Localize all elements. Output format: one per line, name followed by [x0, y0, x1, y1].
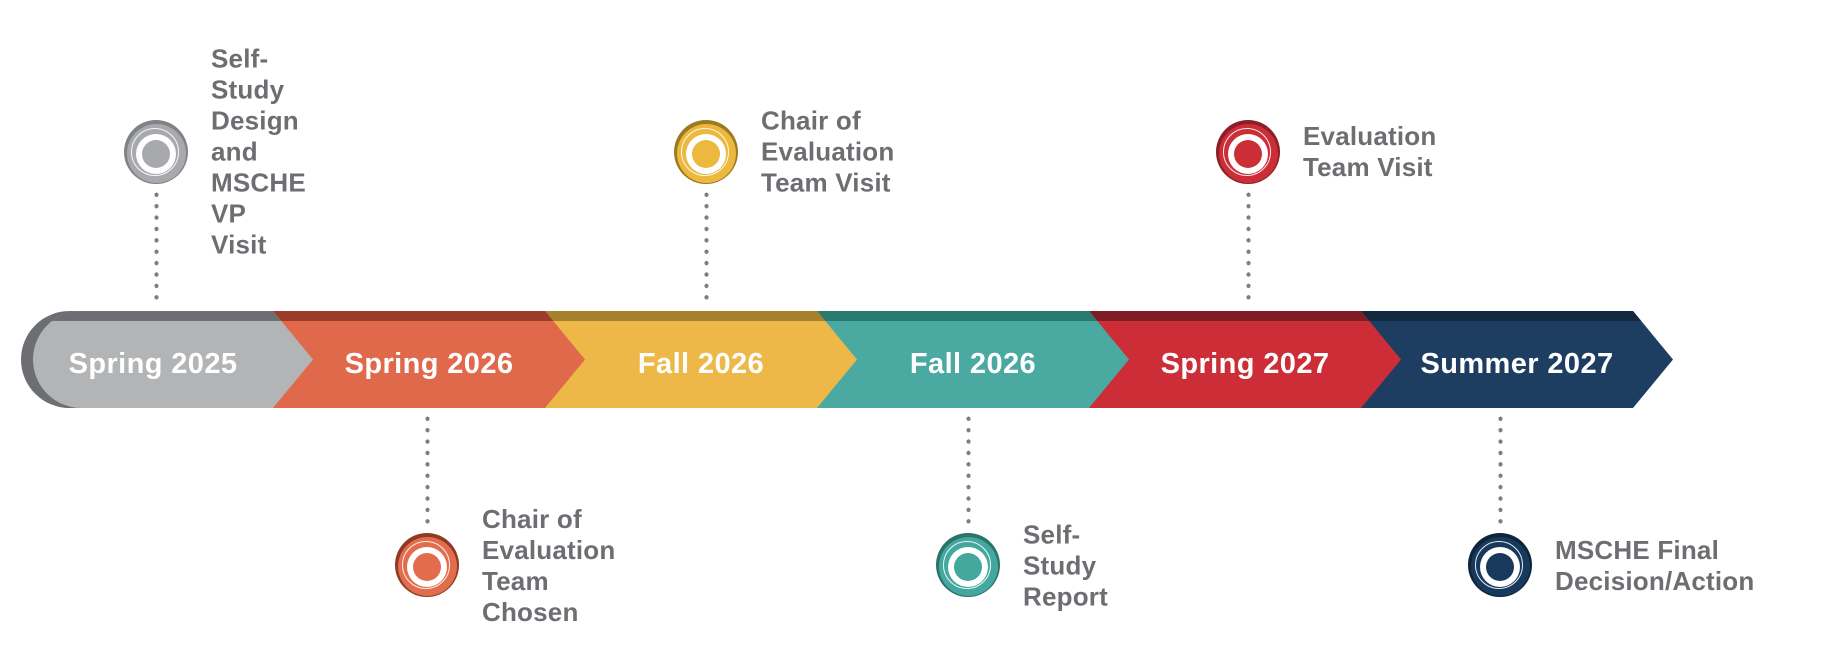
dotted-connector [153, 192, 159, 306]
segment-top-band [545, 311, 857, 321]
segment-top-band [33, 311, 313, 321]
dotted-connector [424, 416, 430, 530]
milestone-label: Self-Study Design and MSCHE VP Visit [211, 43, 306, 260]
segment-label: Spring 2025 [68, 348, 238, 380]
segment-fall-2026-chair: Fall 2026 [545, 311, 857, 408]
milestone-label: Evaluation Team Visit [1303, 121, 1437, 182]
segment-label: Summer 2027 [1420, 348, 1614, 380]
segment-spring-2026: Spring 2026 [273, 311, 585, 408]
segment-top-band [273, 311, 585, 321]
dotted-connector [965, 416, 971, 530]
milestone-circle-icon [124, 120, 188, 184]
segment-summer-2027: Summer 2027 [1361, 311, 1673, 408]
segment-label: Fall 2026 [637, 348, 765, 380]
milestone-circle-icon [395, 533, 459, 597]
milestone-label: Chair of Evaluation Team Visit [761, 105, 895, 198]
segment-top-band [1089, 311, 1401, 321]
milestone-label: Chair of Evaluation Team Chosen [482, 504, 616, 627]
segment-spring-2025: Spring 2025 [33, 311, 313, 408]
segment-spring-2027: Spring 2027 [1089, 311, 1401, 408]
milestone-label: Self-Study Report [1023, 519, 1108, 612]
segment-label: Spring 2026 [344, 348, 514, 380]
dotted-connector [1245, 192, 1251, 306]
segment-label: Spring 2027 [1160, 348, 1330, 380]
dotted-connector [1497, 416, 1503, 530]
dotted-connector [703, 192, 709, 306]
milestone-circle-icon [674, 120, 738, 184]
segment-top-band [1361, 311, 1673, 321]
milestone-circle-icon [1216, 120, 1280, 184]
segment-top-band [817, 311, 1129, 321]
milestone-circle-icon [1468, 533, 1532, 597]
milestone-circle-icon [936, 533, 1000, 597]
segment-label: Fall 2026 [909, 348, 1037, 380]
milestone-label: MSCHE Final Decision/Action [1555, 535, 1755, 596]
segment-fall-2026-report: Fall 2026 [817, 311, 1129, 408]
